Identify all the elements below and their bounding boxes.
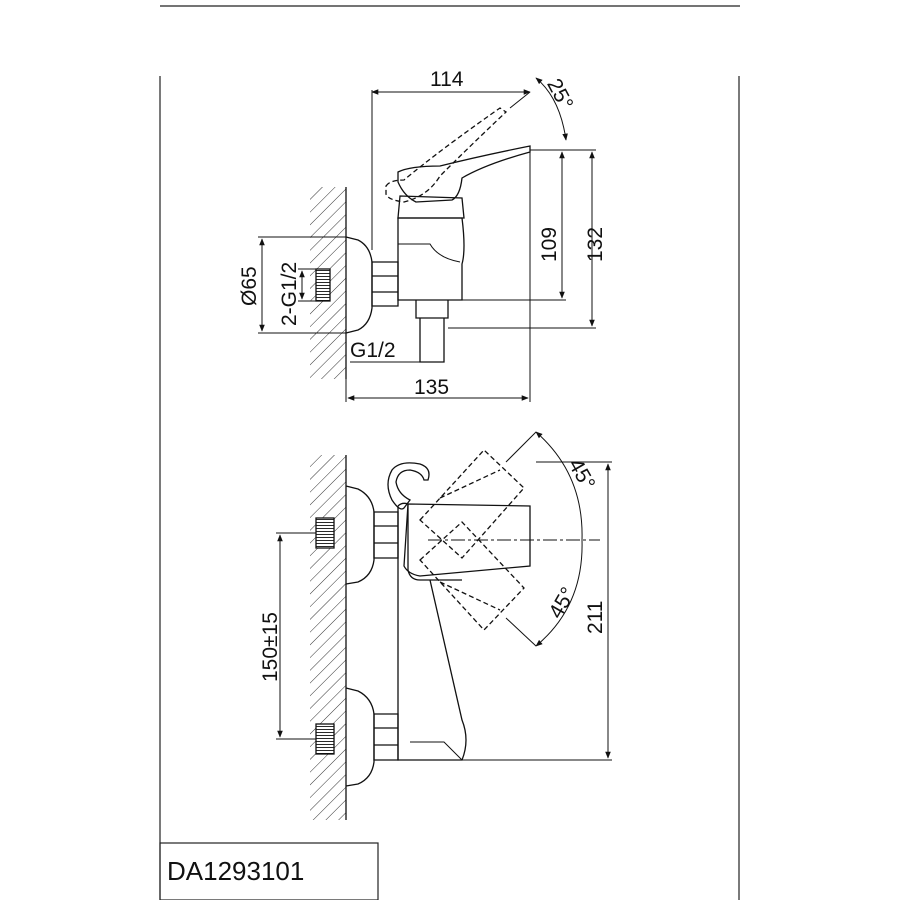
hex-nut-upper (373, 511, 399, 559)
front-view-dimensions (276, 431, 612, 761)
outlet-side (415, 300, 449, 363)
lever-side (397, 145, 531, 203)
mixer-body-front (397, 502, 467, 761)
lever-up-dashed (419, 449, 525, 559)
dim-thread-outlet: G1/2 (350, 339, 396, 362)
dim-height-inner: 109 (538, 227, 561, 262)
lever-raised-dashed (385, 107, 508, 203)
thread-inlet-side (315, 268, 331, 302)
drawing-frame (159, 5, 740, 900)
dim-height-outer: 132 (584, 227, 607, 262)
side-view (310, 107, 531, 379)
front-view (310, 449, 600, 820)
hex-nut-side (371, 261, 399, 307)
hex-nut-lower (373, 713, 399, 761)
side-view-labels: 114 25° 109 132 Ø65 2-G1/2 G1/2 135 (238, 68, 607, 399)
escutcheon-upper-front (345, 485, 375, 585)
lever-front (403, 503, 531, 577)
thread-inlet-upper (315, 517, 335, 549)
dim-height-front: 211 (584, 601, 607, 634)
dim-angle-up: 45° (564, 455, 600, 494)
lever-down-dashed (419, 521, 525, 631)
side-view-dimensions (258, 77, 596, 402)
escutcheon-lower-front (345, 687, 375, 787)
dim-centers: 150±15 (259, 612, 282, 682)
dim-length-bottom: 135 (414, 376, 449, 399)
drawing-code: DA1293101 (167, 856, 304, 886)
dim-length-top: 114 (430, 68, 464, 91)
mixer-body-side (397, 217, 465, 301)
cartridge-cap-side (397, 195, 465, 219)
escutcheon-side (345, 236, 373, 334)
dim-angle-top: 25° (542, 75, 577, 114)
shower-hook (387, 462, 430, 510)
dim-thread-inlet: 2-G1/2 (278, 262, 301, 326)
thread-inlet-lower (315, 723, 335, 755)
wall-hatch-front (310, 455, 347, 820)
title-block: DA1293101 (159, 842, 379, 900)
dim-diameter: Ø65 (238, 266, 261, 306)
